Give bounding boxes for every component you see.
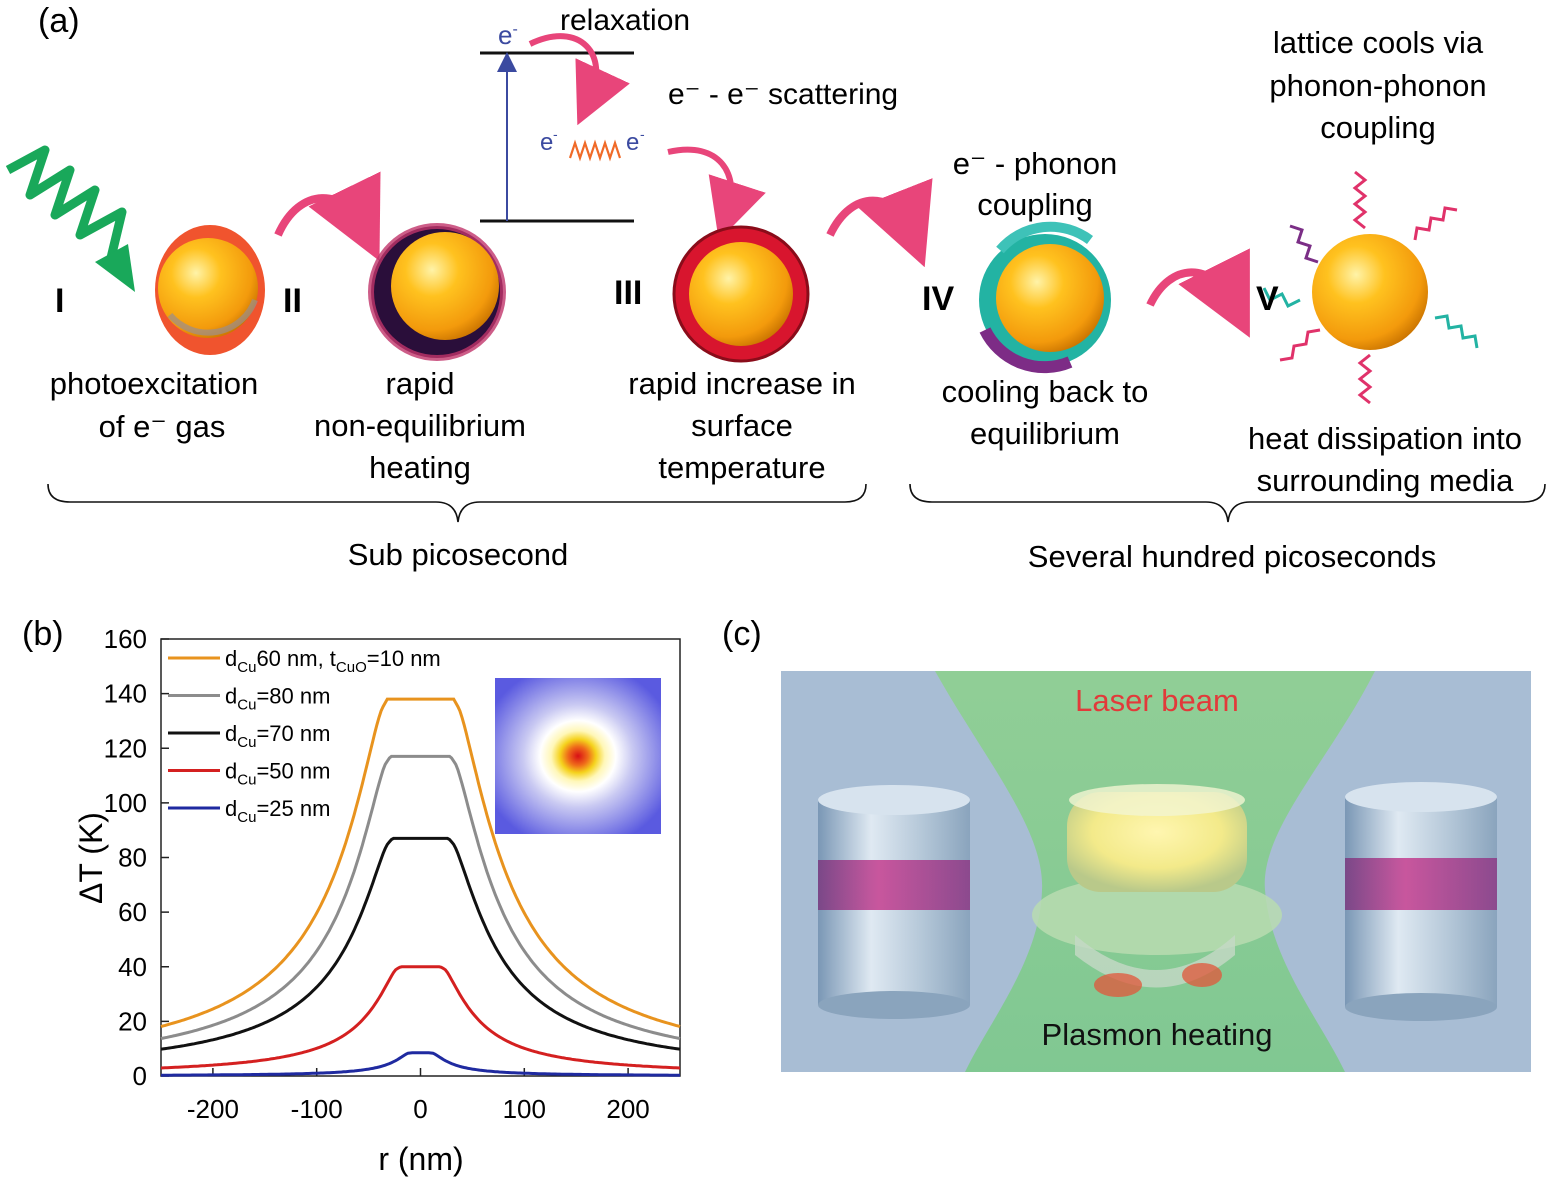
x-tick-label: 0	[413, 1094, 427, 1124]
legend-entry: dCu=80 nm	[225, 684, 330, 714]
stage-ii-desc-1: rapid	[386, 366, 455, 401]
legend-entry: dCu=25 nm	[225, 796, 330, 826]
brace-hundred-picoseconds	[909, 483, 1546, 523]
stage-iv-particle	[979, 221, 1111, 374]
timescale-sub-picosecond: Sub picosecond	[348, 537, 569, 572]
plasmon-heating-label: Plasmon heating	[1042, 1017, 1273, 1052]
photon-wave-icon	[5, 145, 127, 264]
relaxation-label: relaxation	[560, 4, 690, 37]
y-tick-label: 0	[133, 1061, 147, 1091]
right-pillar	[1345, 782, 1497, 1021]
legend-entry: dCu=70 nm	[225, 721, 330, 751]
stage-ii-desc-2: non-equilibrium	[314, 408, 526, 443]
stage-iii-desc-1: rapid increase in	[628, 366, 855, 401]
lattice-line-2: phonon-phonon	[1269, 68, 1486, 103]
inset-temperature-map	[495, 678, 661, 834]
y-axis: 0 20 40 60 80 100 120 140 160	[104, 624, 169, 1091]
phonon-coupling-line-2: coupling	[977, 187, 1092, 222]
y-tick-label: 40	[118, 952, 147, 982]
series-line-1	[160, 697, 681, 1028]
stage-iv-desc-2: equilibrium	[970, 416, 1120, 451]
stage-iv-numeral: IV	[922, 280, 954, 318]
y-tick-label: 100	[104, 788, 147, 818]
y-tick-label: 80	[118, 843, 147, 873]
series-line-3	[160, 836, 681, 1051]
svg-text:e: e	[626, 129, 639, 156]
stage-v-desc-1: heat dissipation into	[1248, 421, 1522, 456]
x-tick-label: 200	[606, 1094, 649, 1124]
brace-sub-picosecond	[47, 483, 867, 523]
x-tick-label: -200	[187, 1094, 239, 1124]
scattering-wave-icon	[568, 139, 622, 162]
series-line-2	[160, 754, 681, 1040]
stage-arrow-1-2	[274, 171, 381, 261]
stage-iii-particle	[672, 225, 810, 363]
lattice-line-3: coupling	[1320, 110, 1435, 145]
focal-disk	[1032, 875, 1282, 955]
panel-c: (c) Laser beam Plasmon heating	[722, 615, 1531, 1072]
stage-i-desc-2: of e⁻ gas	[99, 409, 226, 444]
series-line-4	[160, 965, 681, 1070]
stage-ii-numeral: II	[283, 282, 302, 320]
stage-i-particle	[155, 225, 265, 355]
y-tick-label: 140	[104, 679, 147, 709]
stage-iii-desc-2: surface	[691, 408, 793, 443]
y-tick-label: 20	[118, 1006, 147, 1036]
photon-arrowhead-icon	[95, 244, 135, 292]
stage-i-desc-1: photoexcitation	[50, 366, 259, 401]
legend-entry: dCu60 nm, tCuO=10 nm	[225, 646, 441, 676]
legend: dCu60 nm, tCuO=10 nm dCu=80 nm dCu=70 nm dC…	[168, 646, 441, 826]
stage-arrow-3-4	[826, 178, 933, 268]
legend-entry: dCu=50 nm	[225, 759, 330, 789]
energy-level-diagram: e- relaxation e⁻ - e⁻ scattering e - e -	[480, 4, 898, 241]
panel-a-label: (a)	[38, 2, 80, 40]
stage-v-particle	[1262, 170, 1479, 405]
stage-iv-desc-1: cooling back to	[942, 374, 1149, 409]
svg-text:e: e	[540, 129, 553, 156]
stage-i-numeral: I	[55, 282, 64, 320]
y-tick-label: 120	[104, 733, 147, 763]
x-axis: -200 -100 0 100 200	[187, 1068, 650, 1124]
svg-text:-: -	[640, 126, 645, 142]
central-nanodisk	[1067, 784, 1247, 997]
plot-series	[160, 697, 681, 1077]
stage-arrow-4-5	[1146, 248, 1250, 338]
timescale-hundred-picoseconds: Several hundred picoseconds	[1028, 539, 1436, 574]
panel-b: (b) 0 20 40 60 80 100 120 140 160 -200 -100 0 100 20…	[22, 615, 681, 1177]
stage-iii-numeral: III	[614, 274, 642, 312]
scattering-label: e⁻ - e⁻ scattering	[668, 78, 898, 111]
y-tick-label: 60	[118, 897, 147, 927]
stage-v-numeral: V	[1256, 280, 1279, 318]
panel-a: (a) e- relaxation e⁻ - e⁻ scattering e -…	[5, 2, 1546, 574]
panel-b-label: (b)	[22, 615, 64, 653]
stage-iii-desc-3: temperature	[658, 450, 825, 485]
stage-v-desc-2: surrounding media	[1257, 463, 1515, 498]
y-axis-label: ΔT (K)	[73, 812, 109, 904]
left-pillar	[818, 785, 970, 1019]
series-line-5	[161, 1051, 680, 1077]
stage-ii-particle	[368, 223, 506, 361]
lattice-line-1: lattice cools via	[1273, 25, 1484, 60]
stage-ii-desc-3: heating	[369, 450, 471, 485]
electron-scattering-group: e - e -	[540, 126, 645, 162]
x-tick-label: -100	[291, 1094, 343, 1124]
scattering-arrow	[667, 146, 766, 241]
laser-beam-label: Laser beam	[1075, 683, 1239, 718]
electron-symbol: e-	[498, 20, 518, 50]
phonon-coupling-line-1: e⁻ - phonon	[953, 146, 1118, 181]
y-tick-label: 160	[104, 624, 147, 654]
dissipation-wave-icons	[1262, 170, 1479, 405]
svg-text:-: -	[553, 126, 558, 142]
panel-c-label: (c)	[722, 615, 762, 653]
relaxation-arrow	[528, 33, 630, 126]
x-axis-label: r (nm)	[378, 1141, 463, 1177]
x-tick-label: 100	[503, 1094, 546, 1124]
